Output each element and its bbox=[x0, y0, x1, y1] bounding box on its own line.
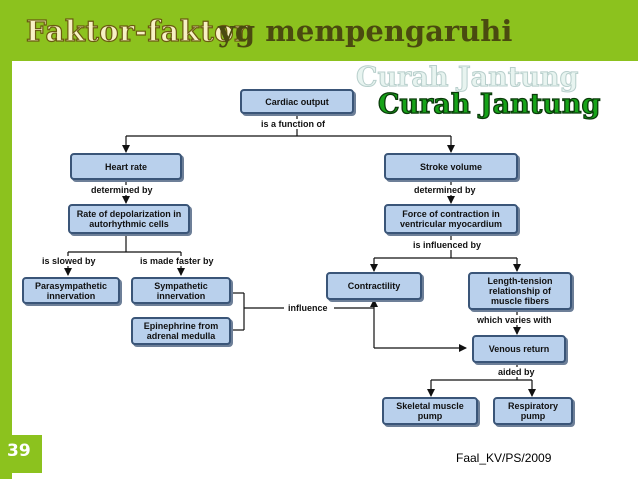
node-depolarization: Rate of depolarization in autorhythmic c… bbox=[68, 204, 190, 234]
label-determined-by-2: determined by bbox=[412, 185, 478, 195]
label-influence: influence bbox=[286, 303, 330, 313]
slide-frame-top bbox=[0, 0, 638, 61]
node-venous-return: Venous return bbox=[472, 335, 566, 363]
label-influenced-by: is influenced by bbox=[411, 240, 484, 250]
slide-title-part1: Faktor-faktor bbox=[25, 13, 250, 48]
node-contractility: Contractility bbox=[326, 272, 422, 300]
node-stroke-volume: Stroke volume bbox=[384, 153, 518, 180]
label-function-of: is a function of bbox=[259, 119, 327, 129]
node-length-tension: Length-tension relationship of muscle fi… bbox=[468, 272, 572, 310]
slide-number: 39 bbox=[7, 441, 31, 461]
node-respiratory-pump: Respiratory pump bbox=[493, 397, 573, 425]
node-skeletal-pump: Skeletal muscle pump bbox=[382, 397, 478, 425]
node-force-contraction: Force of contraction in ventricular myoc… bbox=[384, 204, 518, 234]
label-aided-by: aided by bbox=[496, 367, 537, 377]
slide-title-part2: yg mempengaruhi bbox=[218, 14, 513, 48]
slide-number-box bbox=[0, 435, 42, 473]
node-parasympathetic: Parasympathetic innervation bbox=[22, 277, 120, 304]
label-faster-by: is made faster by bbox=[138, 256, 216, 266]
node-cardiac-output: Cardiac output bbox=[240, 89, 354, 114]
heading-curah-jantung: Curah Jantung bbox=[377, 88, 601, 120]
label-varies-with: which varies with bbox=[475, 315, 554, 325]
ghost-heading: Curah Jantung bbox=[355, 62, 579, 94]
label-determined-by-1: determined by bbox=[89, 185, 155, 195]
slide-frame-left bbox=[0, 0, 12, 479]
footer-text: Faal_KV/PS/2009 bbox=[456, 451, 552, 465]
node-sympathetic: Sympathetic innervation bbox=[131, 277, 231, 304]
node-epinephrine: Epinephrine from adrenal medulla bbox=[131, 317, 231, 345]
node-heart-rate: Heart rate bbox=[70, 153, 182, 180]
label-slowed-by: is slowed by bbox=[40, 256, 98, 266]
